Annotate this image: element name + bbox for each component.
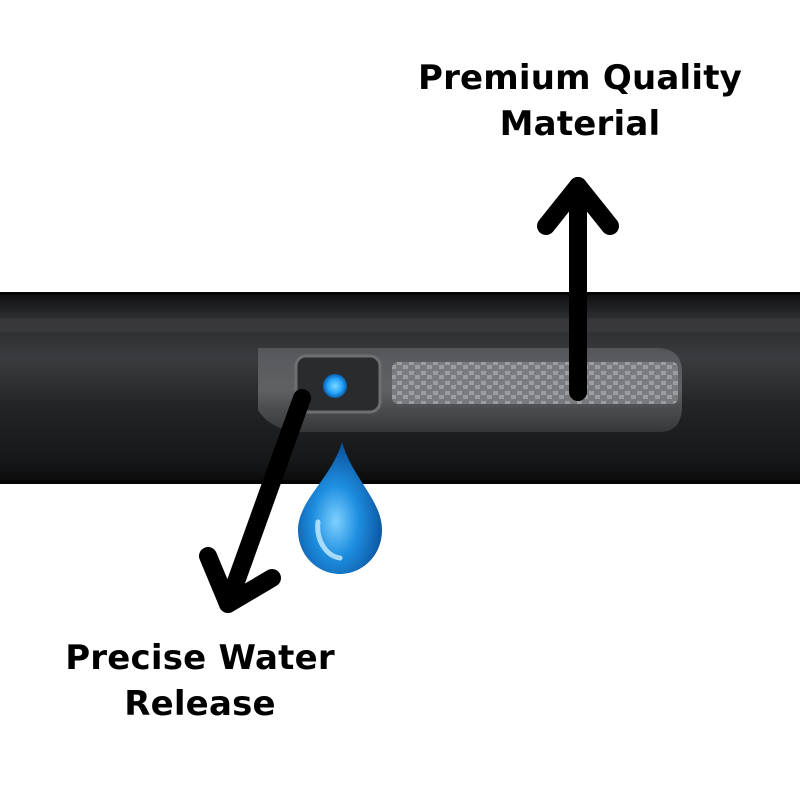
- arrow-up-icon: [537, 177, 619, 401]
- callout-precise-water-release: Precise Water Release: [30, 636, 370, 728]
- callout-material-line1: Premium Quality: [417, 58, 743, 98]
- arrow-down-left-icon: [199, 389, 311, 613]
- callout-release-line2: Release: [124, 683, 276, 724]
- emitter-outlet-hole: [323, 374, 347, 398]
- emitter: [258, 348, 682, 432]
- callout-premium-quality-material: Premium Quality Material: [400, 56, 760, 148]
- water-drop-icon: [298, 442, 382, 574]
- callout-release-line1: Precise Water: [65, 638, 335, 678]
- callout-material-line2: Material: [499, 103, 661, 144]
